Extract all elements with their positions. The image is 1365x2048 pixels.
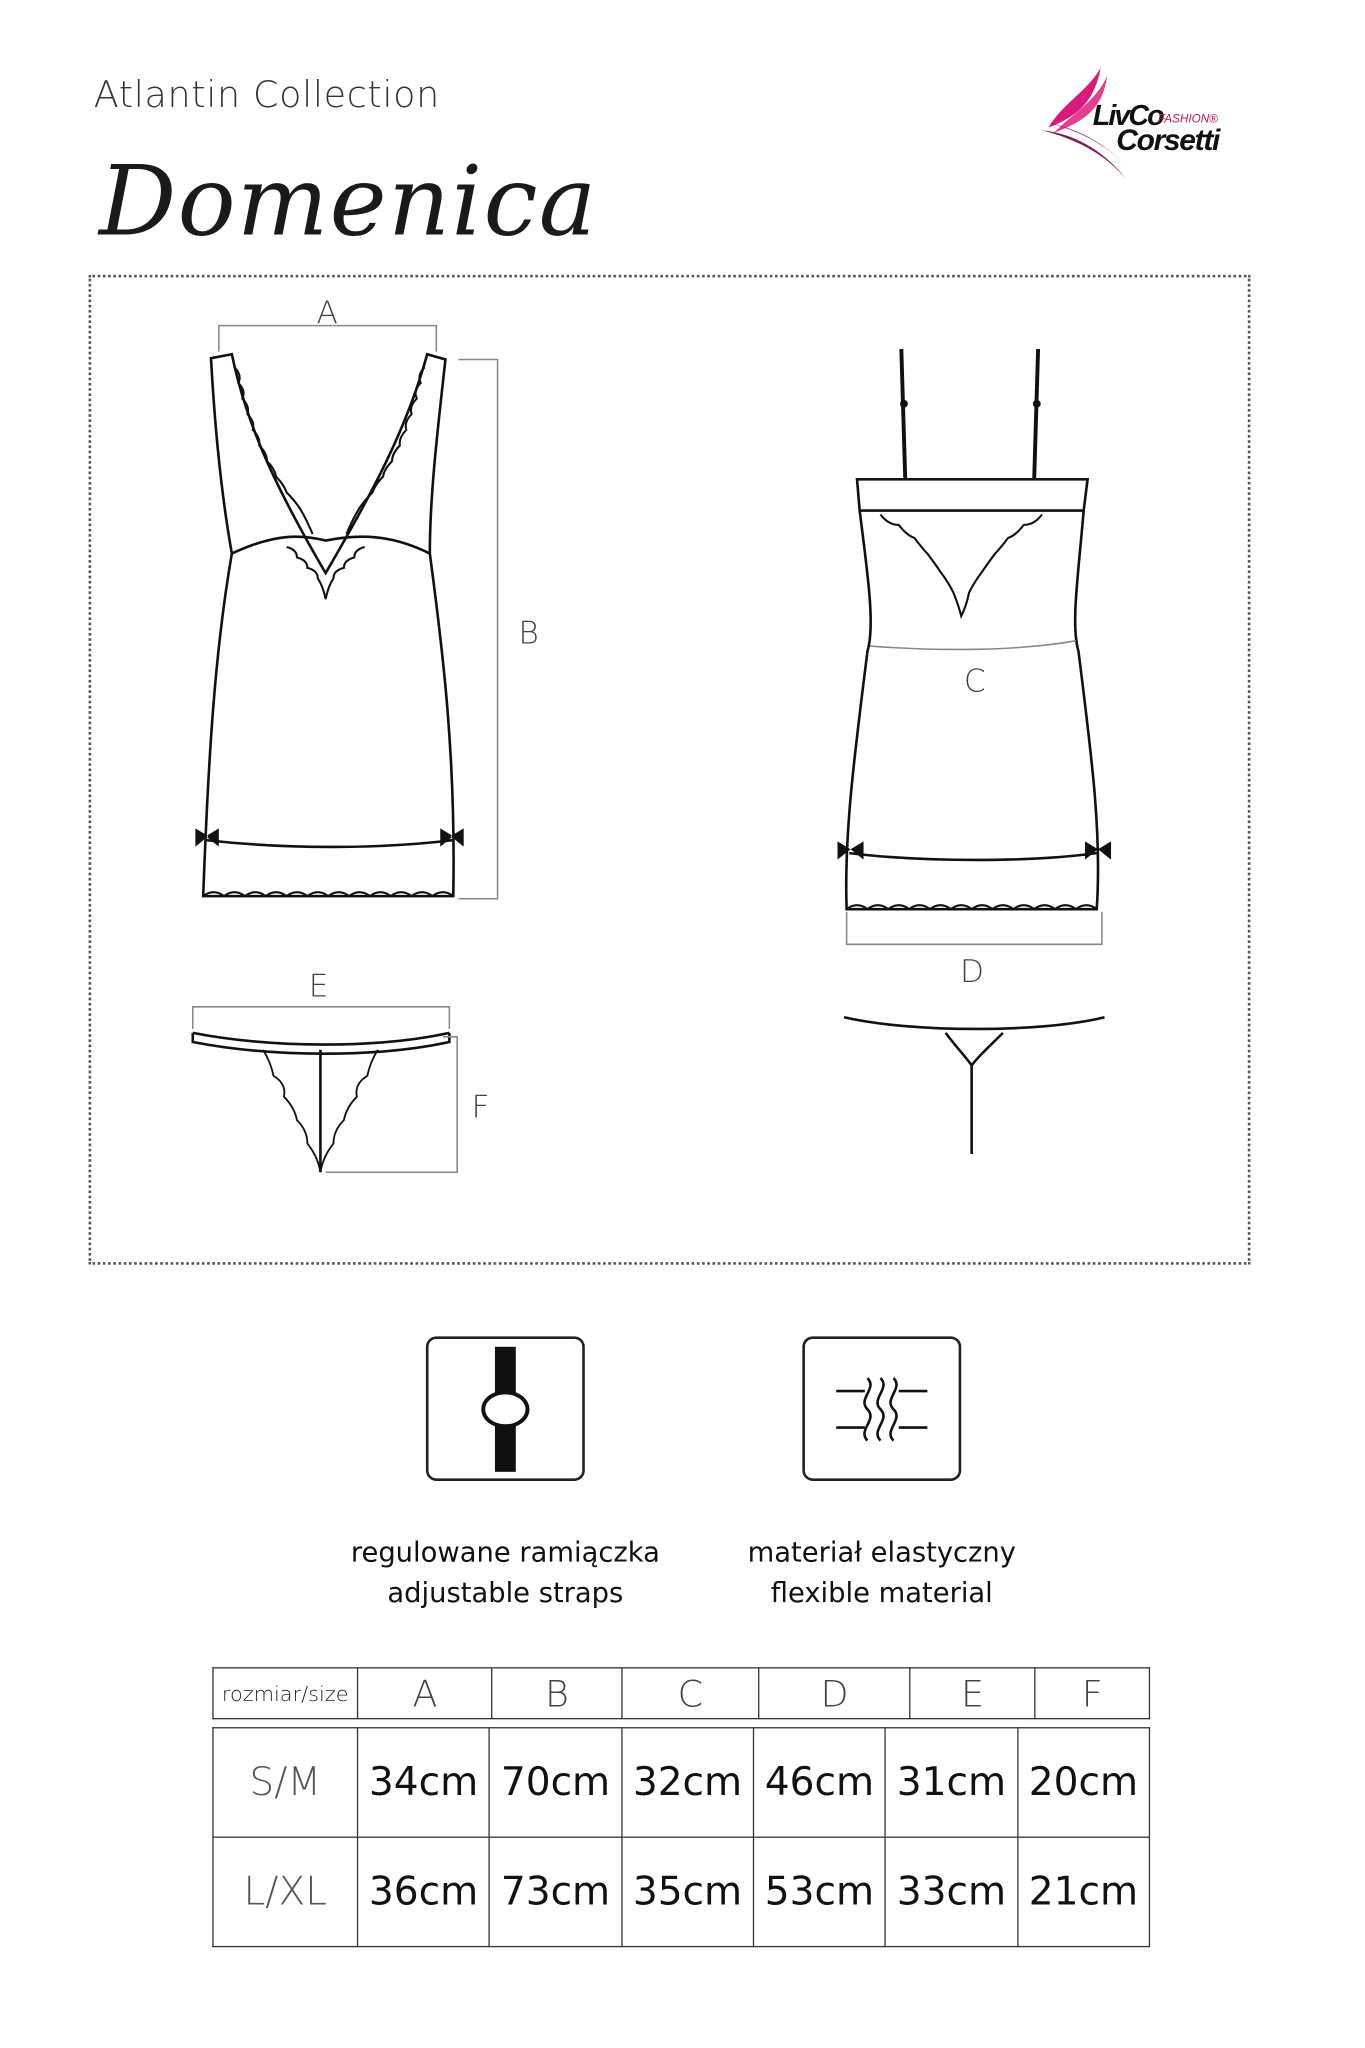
value-cell: 32cm (620, 1727, 755, 1838)
label-f: F (472, 1090, 490, 1126)
value-cell: 46cm (752, 1727, 887, 1838)
front-thong-outline (191, 1031, 451, 1055)
value-cell: 31cm (884, 1727, 1019, 1838)
value-cell: 34cm (356, 1727, 491, 1838)
value-cell: 33cm (884, 1836, 1019, 1948)
table-row: S/M 34cm 70cm 32cm 46cm 31cm 20cm (212, 1727, 1151, 1838)
feature-label-en: flexible material (770, 1577, 993, 1609)
table-row: L/XL 36cm 73cm 35cm 53cm 33cm 21cm (212, 1836, 1151, 1948)
value-cell: 36cm (356, 1836, 491, 1948)
feature-label-pl: materiał elastyczny (747, 1536, 1016, 1569)
size-table-header: rozmiar/size A B C D E F (212, 1667, 1151, 1720)
feature-label-en: adjustable straps (387, 1577, 624, 1609)
back-thong-outline (843, 1015, 1105, 1031)
feature-label-pl: regulowane ramiączka (350, 1536, 660, 1569)
value-cell: 73cm (488, 1836, 623, 1948)
diagram-frame (88, 274, 1251, 1265)
label-e: E (309, 968, 329, 1004)
adjustable-strap-icon (425, 1336, 585, 1481)
header-f: F (1034, 1667, 1151, 1720)
label-c: C (964, 664, 986, 700)
logo-swoosh-icon (1042, 67, 1130, 180)
elastic-material-icon (802, 1336, 962, 1481)
value-cell: 35cm (620, 1836, 755, 1948)
size-table: S/M 34cm 70cm 32cm 46cm 31cm 20cm L/XL 3… (212, 1727, 1151, 1948)
bow-icons (195, 399, 1112, 860)
label-a: A (317, 295, 338, 331)
header-c: C (620, 1667, 760, 1720)
front-chemise-outline (201, 352, 455, 898)
value-cell: 70cm (488, 1727, 623, 1838)
logo-text-corsetti: Corsetti (1116, 122, 1220, 157)
size-cell: L/XL (212, 1836, 359, 1948)
header-e: E (909, 1667, 1036, 1720)
value-cell: 53cm (752, 1836, 887, 1948)
label-b: B (518, 615, 538, 651)
logo-text-fashion: FASHION® (1157, 112, 1218, 126)
value-cell: 21cm (1016, 1836, 1151, 1948)
header-d: D (758, 1667, 911, 1720)
header-size: rozmiar/size (212, 1667, 359, 1720)
garment-diagram: A B C D E F (191, 295, 1112, 1174)
label-d: D (960, 954, 984, 990)
collection-title: Atlantin Collection (93, 72, 440, 116)
header-a: A (356, 1667, 493, 1720)
header-b: B (491, 1667, 623, 1720)
model-name: Domenica (98, 145, 598, 258)
feature-adjustable-straps: regulowane ramiączka adjustable straps (297, 1533, 714, 1614)
brand-logo: LivCo FASHION® Corsetti (1035, 65, 1263, 182)
size-cell: S/M (212, 1727, 359, 1838)
feature-flexible-material: materiał elastyczny flexible material (673, 1533, 1090, 1614)
logo-text-livco: LivCo (1092, 98, 1165, 132)
value-cell: 20cm (1016, 1727, 1151, 1838)
